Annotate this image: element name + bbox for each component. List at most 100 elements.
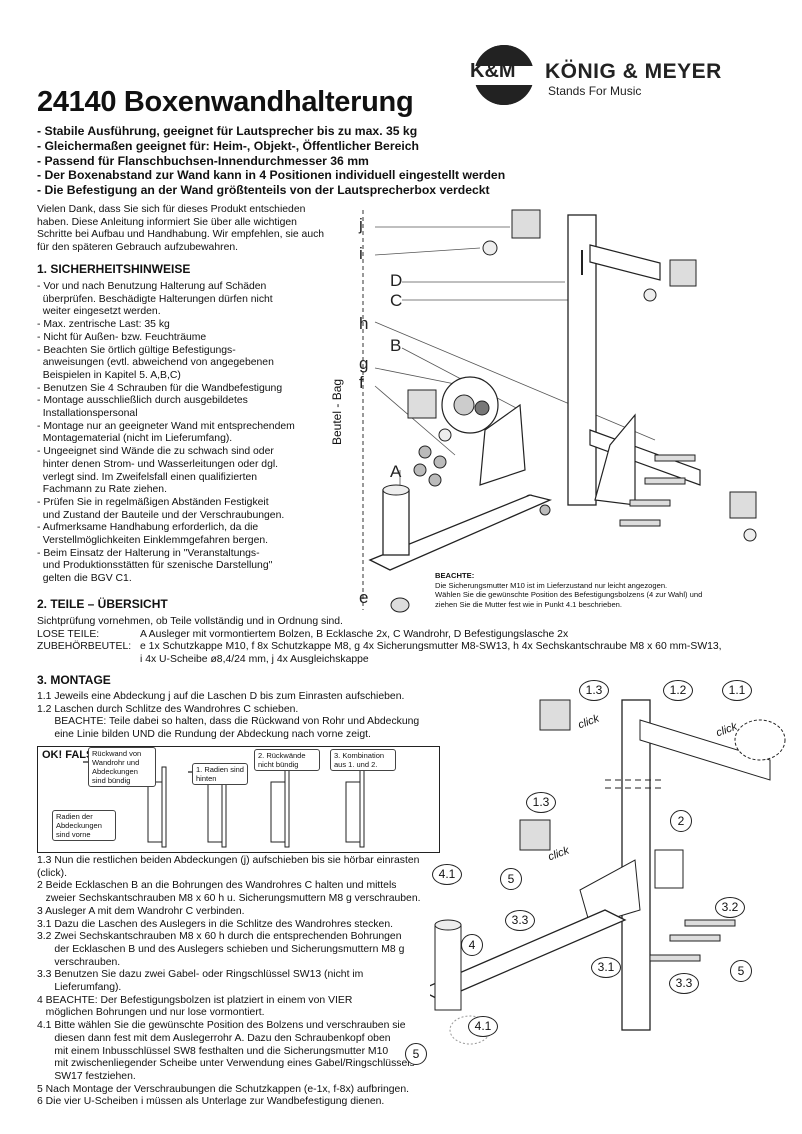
- text-line: überprüfen. Beschädigte Halterungen dürf…: [37, 293, 273, 305]
- text-line: Verstellmöglichkeiten Einklemmgefahren b…: [37, 535, 269, 547]
- beachte-line: Die Sicherungsmutter M10 ist im Lieferzu…: [435, 580, 668, 590]
- page-title: 24140 Boxenwandhalterung: [37, 86, 414, 118]
- step-marker: 5: [500, 868, 522, 890]
- intro-line: haben. Diese Anleitung informiert Sie üb…: [37, 216, 297, 228]
- note-rueckwaende: 2. Rückwände nicht bündig: [254, 749, 320, 771]
- intro-text: Vielen Dank, dass Sie sich für dieses Pr…: [37, 204, 337, 255]
- text-line: - Montage nur an geeigneter Wand mit ent…: [37, 420, 295, 432]
- label-h: h: [359, 314, 369, 333]
- text-line: - Max. zentrische Last: 35 kg: [37, 319, 170, 331]
- ok-wrong-box: [37, 746, 440, 853]
- step-marker: 3.2: [715, 897, 745, 918]
- bag-label: Beutel - Bag: [330, 378, 344, 445]
- beachte-line: ziehen Sie die Mutter fest wie in Punkt …: [435, 599, 622, 609]
- label-i: i: [359, 244, 363, 263]
- feature-item: - Die Befestigung an der Wand größtentei…: [37, 183, 490, 198]
- step-marker: 3.1: [591, 957, 621, 978]
- text-line: - Ungeeignet sind Wände die zu schwach s…: [37, 446, 274, 458]
- text-line: - Vor und nach Benutzung Halterung auf S…: [37, 281, 267, 292]
- text-line: möglichen Bohrungen und nur lose vormont…: [37, 1007, 265, 1019]
- text-line: verlegt sind. Im Zweifelsfall einen qual…: [37, 471, 258, 483]
- step-marker: 5: [405, 1043, 427, 1065]
- text-line: - Beim Einsatz der Halterung in "Veranst…: [37, 547, 260, 559]
- parts-intro: Sichtprüfung vornehmen, ob Teile vollstä…: [37, 616, 343, 627]
- step-marker: 3.3: [669, 973, 699, 994]
- text-line: 3.2 Zwei Sechskantschrauben M8 x 60 h du…: [37, 931, 402, 943]
- loose-parts-label: LOSE TEILE:: [37, 628, 100, 640]
- note-kombination: 3. Kombination aus 1. und 2.: [330, 749, 396, 771]
- label-B: B: [390, 336, 402, 355]
- text-line: (click).: [37, 867, 68, 879]
- logo-emblem-icon: [470, 45, 540, 105]
- accessory-bag-text: e 1x Schutzkappe M10, f 8x Schutzkappe M…: [140, 641, 722, 653]
- text-line: mit einem Inbusschlüssel SW8 festhalten …: [37, 1045, 389, 1057]
- text-line: 1.2 Laschen durch Schlitze des Wandrohre…: [37, 703, 299, 715]
- safety-heading: 1. SICHERHEITSHINWEISE: [37, 262, 191, 276]
- step-marker: 4.1: [468, 1016, 498, 1037]
- brand-tagline: Stands For Music: [548, 84, 642, 98]
- label-D: D: [390, 271, 403, 290]
- step-marker: 4: [461, 934, 483, 956]
- label-C: C: [390, 291, 403, 310]
- note-radien-hinten: 1. Radien sind hinten: [192, 763, 248, 785]
- beachte-title: BEACHTE:: [435, 571, 475, 580]
- accessory-bag-text-2: i 4x U-Scheibe ø8,4/24 mm, j 4x Ausgleic…: [140, 654, 369, 666]
- text-line: Fachmann zu Rate ziehen.: [37, 484, 167, 496]
- text-line: hinter denen Strom- und Wasserleitungen …: [37, 458, 279, 470]
- text-line: 4 BEACHTE: Der Befestigungsbolzen ist pl…: [37, 994, 353, 1006]
- assembly-heading: 3. MONTAGE: [37, 673, 111, 687]
- assembly-steps-top: 1.1 Jeweils eine Abdeckung j auf die Las…: [37, 691, 457, 742]
- note-rueckwand: Rückwand von Wandrohr und Abdeckungen si…: [88, 747, 156, 787]
- text-line: Montagematerial (nicht im Lieferumfang).: [37, 433, 233, 445]
- text-line: anweisungen (evtl. abweichend von angege…: [37, 357, 274, 369]
- text-line: Lieferumfang).: [37, 982, 122, 994]
- text-line: 3.3 Benutzen Sie dazu zwei Gabel- oder R…: [37, 969, 364, 981]
- step-marker: 1.2: [663, 680, 693, 701]
- text-line: - Benutzen Sie 4 Schrauben für die Wandb…: [37, 382, 283, 394]
- logo-short: K&M: [470, 60, 516, 82]
- label-j: j: [359, 215, 363, 234]
- intro-line: Schritte bei Aufbau und Handhabung. Wir …: [37, 229, 325, 241]
- brand-name: KÖNIG & MEYER: [545, 60, 722, 83]
- assembly-diagram: [430, 699, 786, 1045]
- intro-line: für den späteren Gebrauch aufzubewahren.: [37, 242, 239, 254]
- beachte-line: Wählen Sie die gewünschte Position des B…: [435, 590, 703, 600]
- text-line: gelten die BGV C1.: [37, 573, 132, 585]
- parts-overview: Sichtprüfung vornehmen, ob Teile vollstä…: [37, 616, 797, 667]
- text-line: der Ecklaschen B und des Auslegers schie…: [37, 943, 405, 955]
- text-line: - Montage ausschließlich durch ausgebild…: [37, 395, 248, 407]
- text-line: zweier Sechskantschrauben M8 x 60 h u. S…: [37, 893, 421, 905]
- text-line: und Zustand der Bauteile und der Verschr…: [37, 509, 285, 521]
- step-marker: 2: [670, 810, 692, 832]
- step-marker: 3.3: [505, 910, 535, 931]
- feature-item: - Der Boxenabstand zur Wand kann in 4 Po…: [37, 168, 506, 183]
- parts-heading: 2. TEILE – ÜBERSICHT: [37, 597, 168, 611]
- parts-diagram: [362, 209, 757, 613]
- step-marker: 1.1: [722, 680, 752, 701]
- text-line: mit zwischenliegender Scheibe unter Verw…: [37, 1058, 415, 1070]
- text-line: 5 Nach Montage der Verschraubungen die S…: [37, 1083, 409, 1095]
- text-line: diesen dann fest mit dem Auslegerrohr A.…: [37, 1032, 391, 1044]
- text-line: 2 Beide Ecklaschen B an die Bohrungen de…: [37, 880, 397, 892]
- text-line: 4.1 Bitte wählen Sie die gewünschte Posi…: [37, 1020, 406, 1032]
- feature-item: - Stabile Ausführung, geeignet für Lauts…: [37, 124, 418, 138]
- text-line: - Prüfen Sie in regelmäßigen Abständen F…: [37, 496, 269, 508]
- text-line: - Aufmerksame Handhabung erforderlich, d…: [37, 522, 259, 534]
- label-g: g: [359, 354, 369, 373]
- text-line: eine Linie bilden UND die Rundung der Ab…: [37, 729, 371, 741]
- text-line: verschrauben.: [37, 956, 121, 968]
- text-line: 3 Ausleger A mit dem Wandrohr C verbinde…: [37, 905, 245, 917]
- text-line: Installationspersonal: [37, 408, 138, 420]
- step-marker: 4.1: [432, 864, 462, 885]
- assembly-steps-bottom: 1.3 Nun die restlichen beiden Abdeckunge…: [37, 855, 457, 1109]
- text-line: SW17 festziehen.: [37, 1070, 136, 1082]
- text-line: BEACHTE: Teile dabei so halten, dass die…: [37, 716, 420, 728]
- text-line: und Produktionsstätten für szenische Dar…: [37, 560, 273, 572]
- accessory-bag-label: ZUBEHÖRBEUTEL:: [37, 641, 132, 653]
- feature-item: - Gleichermaßen geeignet für: Heim-, Obj…: [37, 138, 419, 153]
- text-line: 1.1 Jeweils eine Abdeckung j auf die Las…: [37, 691, 405, 702]
- beachte-note: BEACHTE: Die Sicherungsmutter M10 ist im…: [435, 571, 765, 609]
- label-f: f: [359, 373, 364, 392]
- text-line: - Nicht für Außen- bzw. Feuchträume: [37, 331, 207, 343]
- intro-line: Vielen Dank, dass Sie sich für dieses Pr…: [37, 204, 306, 215]
